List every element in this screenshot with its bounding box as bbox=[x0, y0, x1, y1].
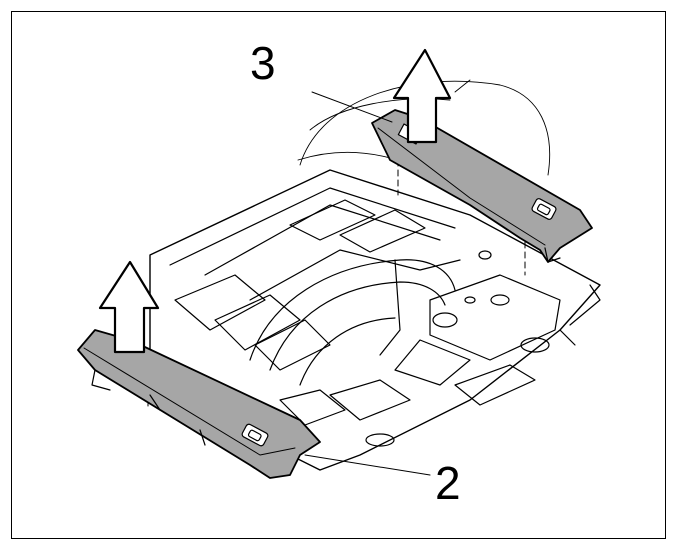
up-arrow-icon bbox=[392, 48, 452, 144]
callout-leaders bbox=[304, 91, 431, 476]
callout-label-2: 2 bbox=[435, 457, 461, 509]
diagram-frame bbox=[11, 11, 666, 539]
callout-label-3: 3 bbox=[250, 37, 276, 89]
floor-pan bbox=[149, 169, 601, 471]
part-3-rear-trim-panel bbox=[371, 109, 593, 263]
up-arrow-icon bbox=[98, 260, 160, 354]
